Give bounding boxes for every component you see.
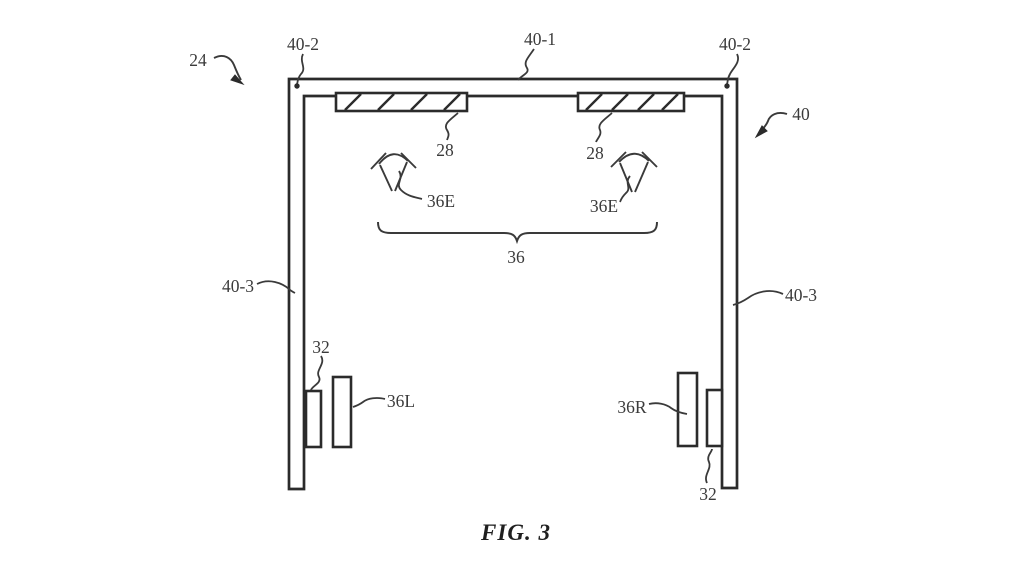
leader-40-2-right [726,53,739,85]
label-40-3-right: 40-3 [785,285,817,305]
label-36R: 36R [617,397,647,417]
leader-36E-left [397,170,423,200]
component-32-left [304,389,323,449]
label-32-left: 32 [312,337,330,357]
label-40: 40 [792,104,810,124]
leader-40-2-left [296,53,305,85]
component-36R [676,371,699,448]
label-36E-right: 36E [590,196,618,216]
figure-caption: FIG. 3 [480,520,551,545]
component-32-right [705,388,724,448]
leader-32-left [310,355,324,391]
leader-40-1 [517,48,535,81]
leader-40-3-left [256,280,296,294]
leader-28-left [445,112,459,141]
arrow-24 [213,55,245,86]
leader-28-right [595,112,613,143]
label-24: 24 [189,50,207,70]
label-32-right: 32 [699,484,717,504]
label-40-2-left: 40-2 [287,34,319,54]
label-36: 36 [507,247,525,267]
display-module-right [576,91,686,113]
leader-dot-40-2-right [724,83,730,89]
eye-symbol-left [370,152,417,192]
label-28-left: 28 [436,140,454,160]
leader-36L [352,397,386,408]
frame-outline [287,77,739,491]
eye-symbol-right [610,151,658,193]
label-36L: 36L [387,391,415,411]
leader-dot-40-2-left [294,83,300,89]
label-40-3-left: 40-3 [222,276,254,296]
display-module-left [334,91,469,113]
component-36L [331,375,353,449]
brace-36 [377,221,658,245]
label-28-right: 28 [586,143,604,163]
leader-36R [648,402,688,415]
arrow-40 [754,112,788,139]
label-40-1: 40-1 [524,29,556,49]
leader-32-right [705,448,713,484]
label-40-2-right: 40-2 [719,34,751,54]
label-36E-left: 36E [427,191,455,211]
leader-36E-right [619,175,631,203]
leader-40-3-right [732,290,784,306]
